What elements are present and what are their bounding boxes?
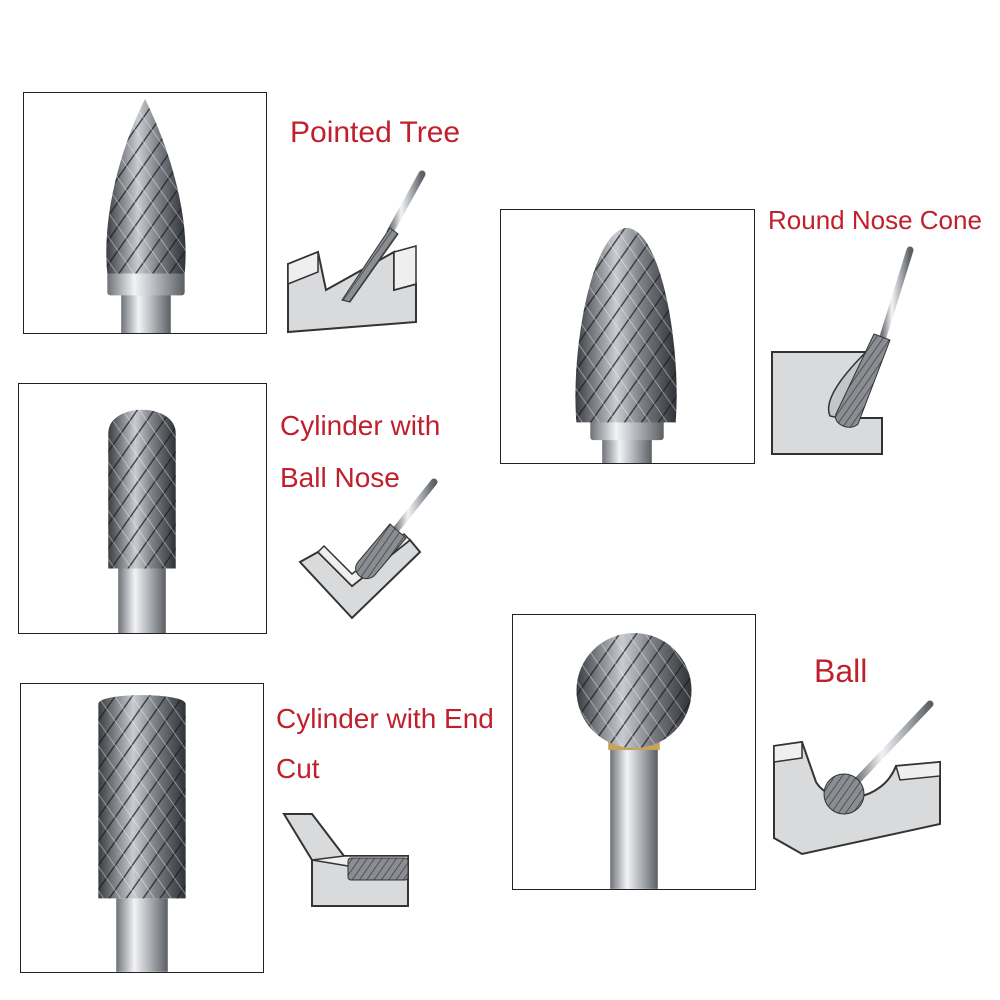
round-nose-cone-photo-panel <box>500 209 755 464</box>
pointed-tree-usage-diagram <box>286 170 431 334</box>
cylinder-ball-nose-label: Cylinder with Ball Nose <box>280 400 440 504</box>
round-nose-cone-label: Round Nose Cone <box>768 197 982 243</box>
label-line: Cut <box>276 753 320 784</box>
ball-label: Ball <box>814 648 867 694</box>
pointed-tree-photo-panel <box>23 92 267 334</box>
label-line: Cylinder with <box>280 410 441 441</box>
cylinder-end-cut-usage-diagram <box>282 812 444 908</box>
ball-usage-diagram <box>772 698 972 856</box>
pointed-tree-burr-icon <box>106 98 186 333</box>
round-nose-cone-usage-diagram <box>770 246 920 456</box>
label-line: Ball Nose <box>280 462 400 493</box>
label-line: Ball <box>814 653 868 689</box>
cylinder-end-cut-label: Cylinder with End Cut <box>276 694 494 794</box>
cylinder-ball-nose-usage-diagram <box>298 478 440 620</box>
pointed-tree-label: Pointed Tree <box>290 110 460 156</box>
label-line: Round Nose Cone <box>768 205 982 235</box>
ball-photo-panel <box>512 614 756 890</box>
cylinder-ball-nose-burr-icon <box>108 409 176 633</box>
cylinder-end-cut-photo-panel <box>20 683 264 973</box>
label-line: Cylinder with End <box>276 703 494 734</box>
cylinder-end-cut-burr-icon <box>98 695 186 972</box>
round-nose-cone-burr-icon <box>575 227 677 463</box>
label-line: Pointed Tree <box>290 116 461 149</box>
ball-burr-icon <box>576 632 692 889</box>
cylinder-ball-nose-photo-panel <box>18 383 267 634</box>
